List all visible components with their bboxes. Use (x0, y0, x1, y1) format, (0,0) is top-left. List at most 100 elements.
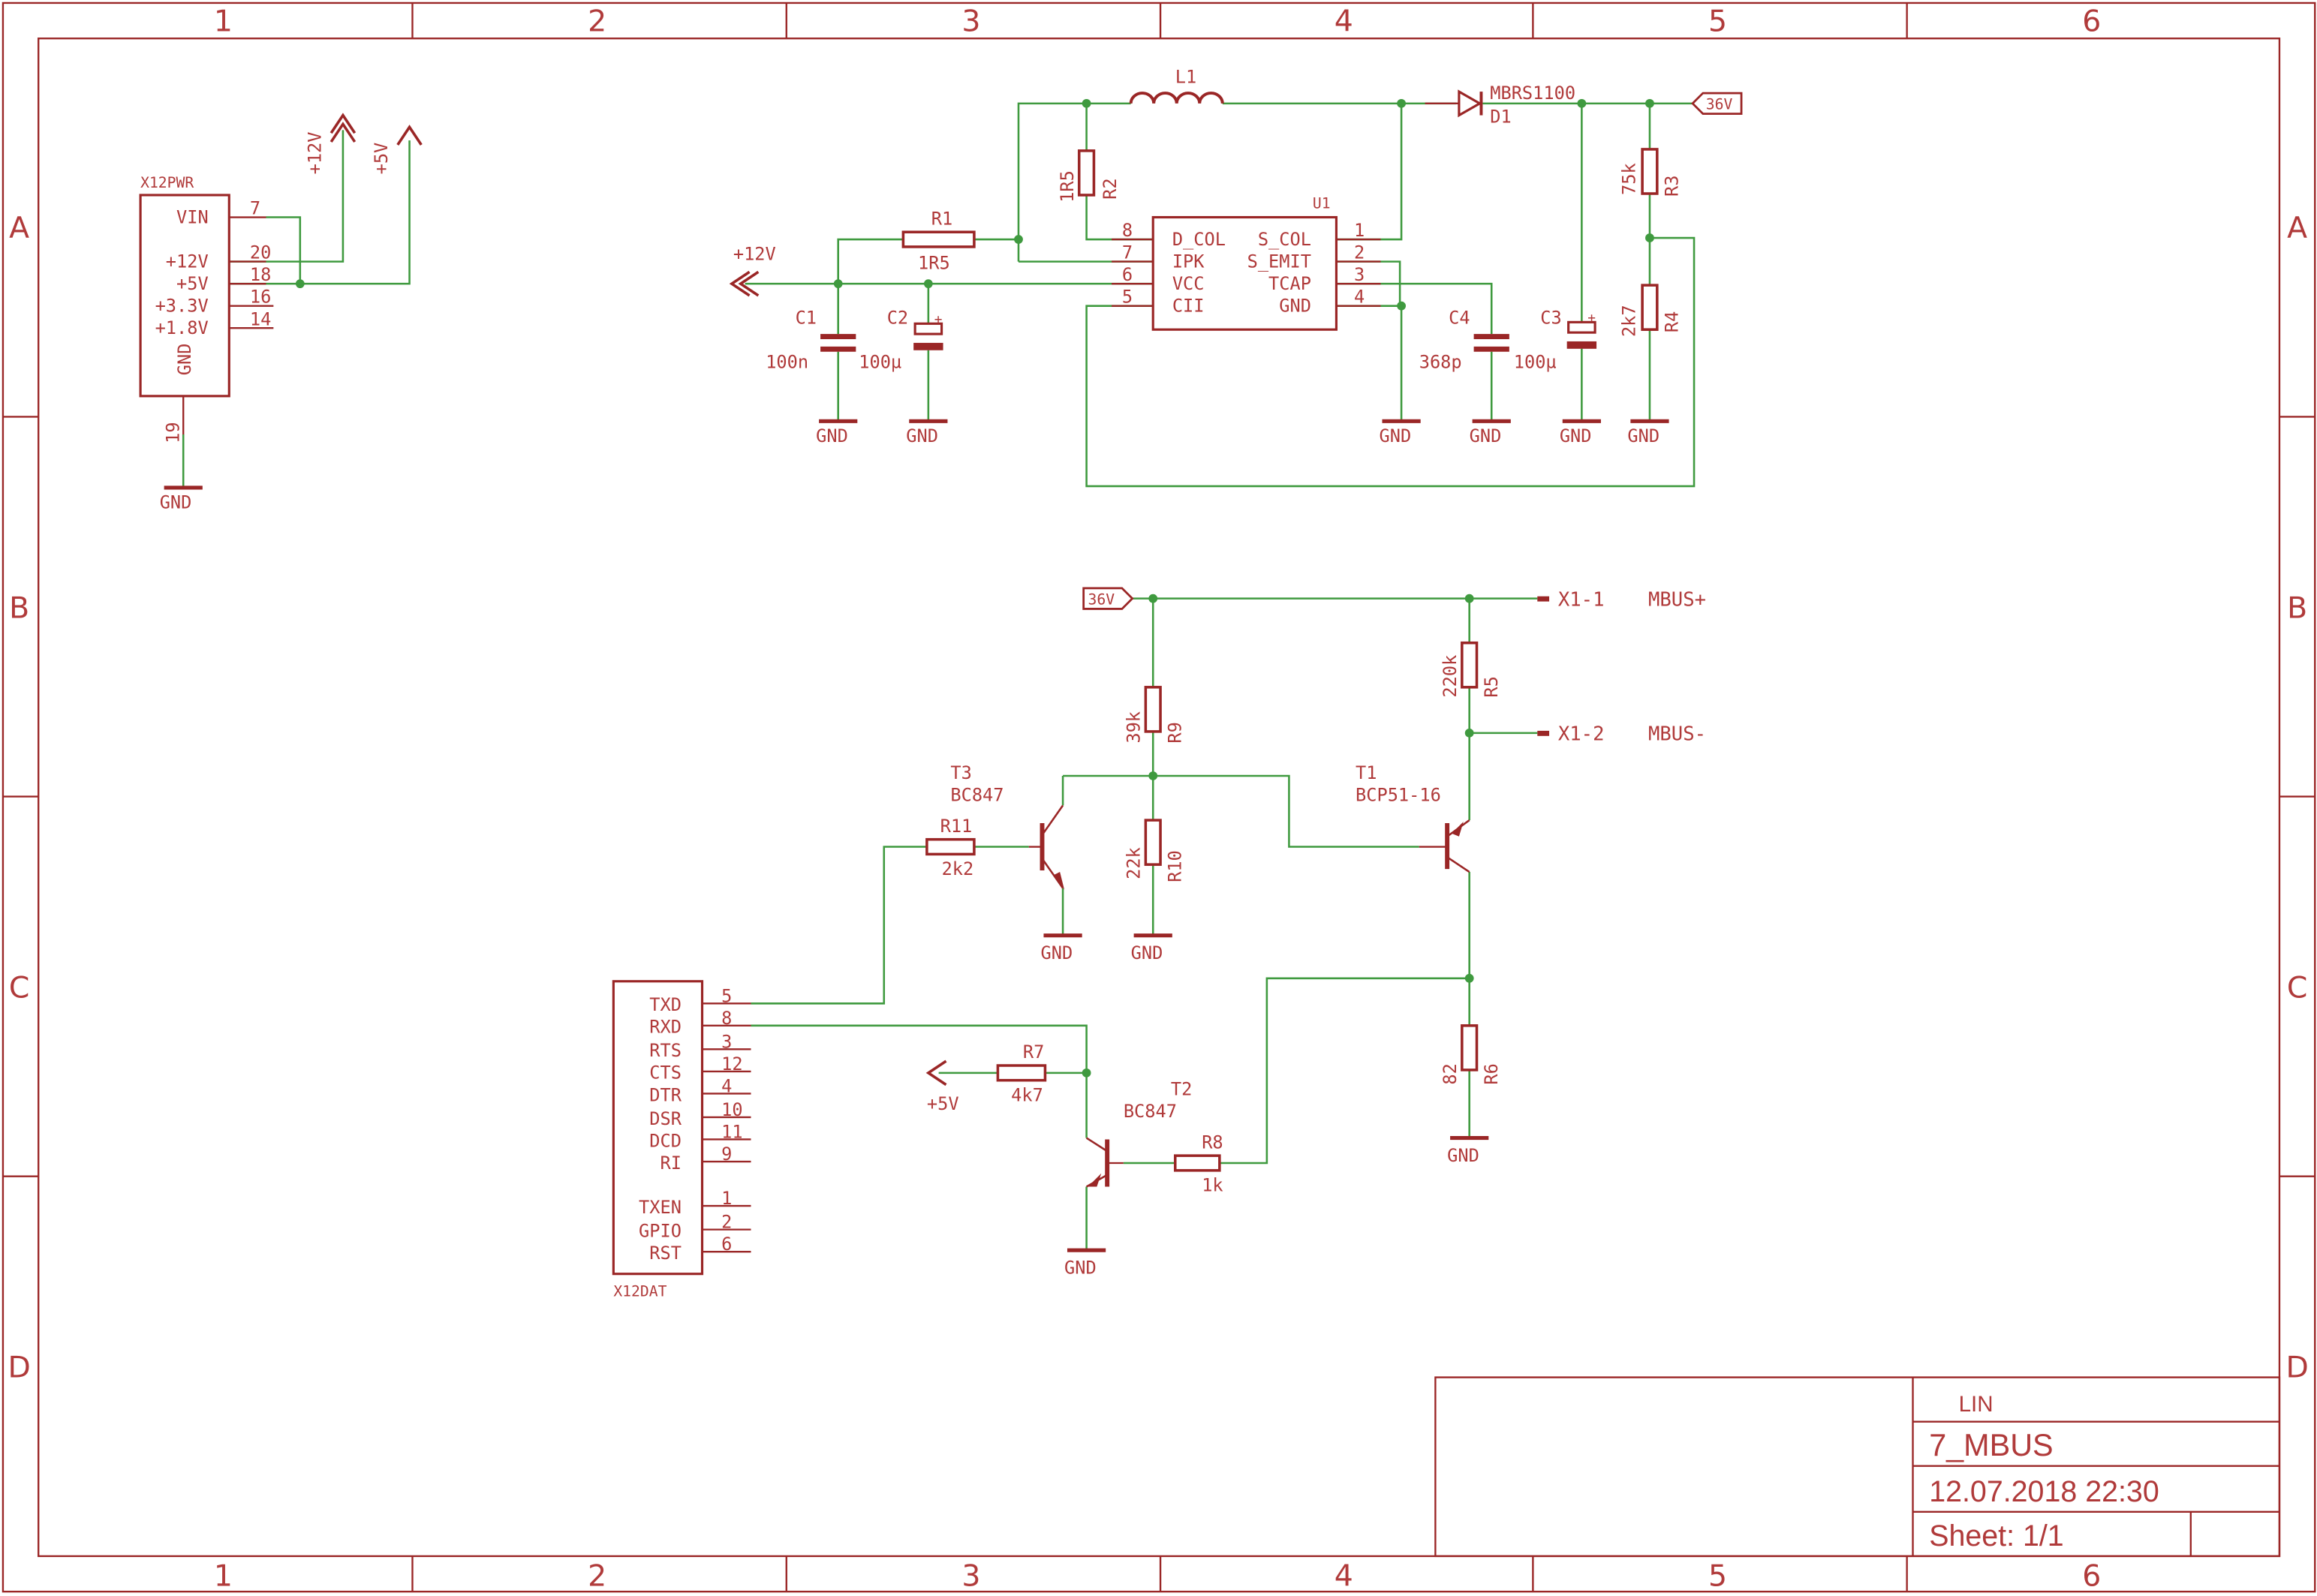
ground-symbols: GND GND GND GND GND GND GND GND GND GND … (160, 419, 1669, 1279)
pin-label: S_COL (1258, 229, 1311, 250)
resistor-r5: 220k R5 (1440, 641, 1502, 698)
power-symbol-5v-r7: +5V (925, 1059, 959, 1114)
resistor-r7: R7 4k7 (996, 1041, 1047, 1105)
component-value: 82 (1440, 1063, 1461, 1084)
ground-icon: GND (1470, 419, 1511, 446)
component-name: T2 (1171, 1078, 1192, 1099)
component-name: L1 (1175, 66, 1196, 87)
ground-label: GND (1131, 942, 1163, 963)
ground-icon: GND (816, 419, 858, 446)
connector-x12dat: X12DAT TXD RXD RTS CTS DTR DSR DCD RI TX… (612, 980, 751, 1300)
ground-label: GND (1064, 1258, 1097, 1279)
pin-label: RTS (649, 1040, 682, 1061)
component-value: 4k7 (1011, 1084, 1043, 1105)
component-name: C2 (887, 307, 908, 328)
ground-icon: GND (1627, 419, 1669, 446)
component-name: R1 (931, 208, 952, 229)
pin-label: CII (1172, 296, 1205, 317)
ground-icon: GND (160, 485, 203, 513)
junction-dot (1464, 728, 1474, 738)
junctions (295, 98, 1654, 1078)
column-label: 6 (2082, 4, 2101, 38)
component-name: T3 (950, 762, 971, 783)
junction-dot (1082, 1068, 1091, 1078)
capacitor-c3: + C3 100µ (1514, 307, 1597, 372)
pin-number: 7 (1122, 242, 1133, 263)
component-value: 100µ (1514, 351, 1557, 372)
component-value: 100µ (859, 351, 901, 372)
pin-number: 3 (721, 1031, 732, 1052)
pin-number: 11 (721, 1122, 742, 1143)
power-label: +12V (733, 244, 776, 265)
ground-label: GND (1380, 425, 1412, 446)
pin-number: 6 (1122, 264, 1133, 285)
resistor-r9: 39k R9 (1123, 686, 1186, 744)
row-label: A (2287, 211, 2307, 245)
pin-label: +5V (176, 273, 209, 294)
pin-number: 20 (250, 242, 271, 263)
row-label: B (9, 591, 29, 625)
polarity-plus-icon: + (934, 312, 943, 327)
pin-label: DTR (649, 1084, 682, 1105)
title-sheet: Sheet: 1/1 (1929, 1519, 2064, 1552)
pin-number: 10 (721, 1099, 742, 1120)
frame-row-labels-right: A B C D (2285, 211, 2308, 1384)
pin-label: +3.3V (155, 296, 209, 317)
ground-label: GND (160, 492, 192, 513)
column-label: 5 (1708, 1558, 1727, 1593)
component-value: 39k (1123, 711, 1144, 744)
component-value: 1k (1202, 1174, 1223, 1195)
net-label-36v-mbus: 36V (1082, 587, 1134, 610)
component-value: 2k7 (1618, 305, 1639, 337)
row-label: D (8, 1351, 30, 1385)
column-label: 1 (214, 4, 233, 38)
junction-dot (1577, 98, 1587, 108)
ground-label: GND (1560, 425, 1592, 446)
row-label: A (9, 211, 29, 245)
ground-label: GND (1447, 1145, 1479, 1166)
title-company: LIN (1959, 1392, 1994, 1417)
polarity-plus-icon: + (1587, 311, 1596, 326)
title-date: 12.07.2018 22:30 (1929, 1475, 2159, 1508)
connector-name: X12DAT (613, 1282, 667, 1300)
column-label: 3 (961, 4, 980, 38)
component-name: R4 (1661, 311, 1682, 332)
column-label: 5 (1708, 4, 1727, 38)
capacitor-c2: + C2 100µ (859, 307, 943, 372)
pin-label: DCD (649, 1130, 682, 1151)
net-label-36v-top: 36V (1691, 92, 1743, 116)
pin-number: 2 (721, 1212, 732, 1233)
component-value: 220k (1440, 655, 1461, 698)
component-name: C1 (796, 307, 817, 328)
mbus-terminals: X1-1 MBUS+ X1-2 MBUS- (1537, 588, 1706, 746)
title-drawing-name: 7_MBUS (1929, 1428, 2053, 1462)
ground-icon: GND (1131, 933, 1172, 963)
component-name: R7 (1023, 1041, 1044, 1062)
ground-icon: GND (1560, 419, 1601, 446)
resistor-r11: R11 2k2 (925, 816, 976, 879)
pin-number: 7 (250, 198, 260, 219)
pin-number-gnd: 19 (162, 422, 183, 443)
frame-column-labels-top: 1 2 3 4 5 6 (214, 4, 2102, 38)
pin-label: +12V (166, 251, 209, 272)
row-label: D (2285, 1351, 2308, 1385)
ground-icon: GND (1064, 1248, 1106, 1279)
column-label: 1 (214, 1558, 233, 1593)
terminal-net-label: MBUS+ (1648, 588, 1706, 611)
column-label: 3 (961, 1558, 980, 1593)
connector-name: X12PWR (140, 174, 194, 191)
ground-label: GND (1041, 942, 1073, 963)
pin-number: 2 (1354, 242, 1365, 263)
pin-label: RI (660, 1153, 681, 1174)
net-label-text: 36V (1088, 591, 1115, 609)
column-label: 2 (588, 1558, 606, 1593)
ground-icon: GND (1447, 1135, 1489, 1166)
component-value: BC847 (1124, 1101, 1177, 1122)
component-value: 1R5 (1057, 170, 1078, 203)
pin-number: 1 (1354, 220, 1365, 241)
transistor-t1: T1 BCP51-16 (1356, 762, 1470, 873)
component-value: 100n (766, 351, 808, 372)
junction-dot (1464, 594, 1474, 603)
ground-icon: GND (1041, 933, 1082, 963)
